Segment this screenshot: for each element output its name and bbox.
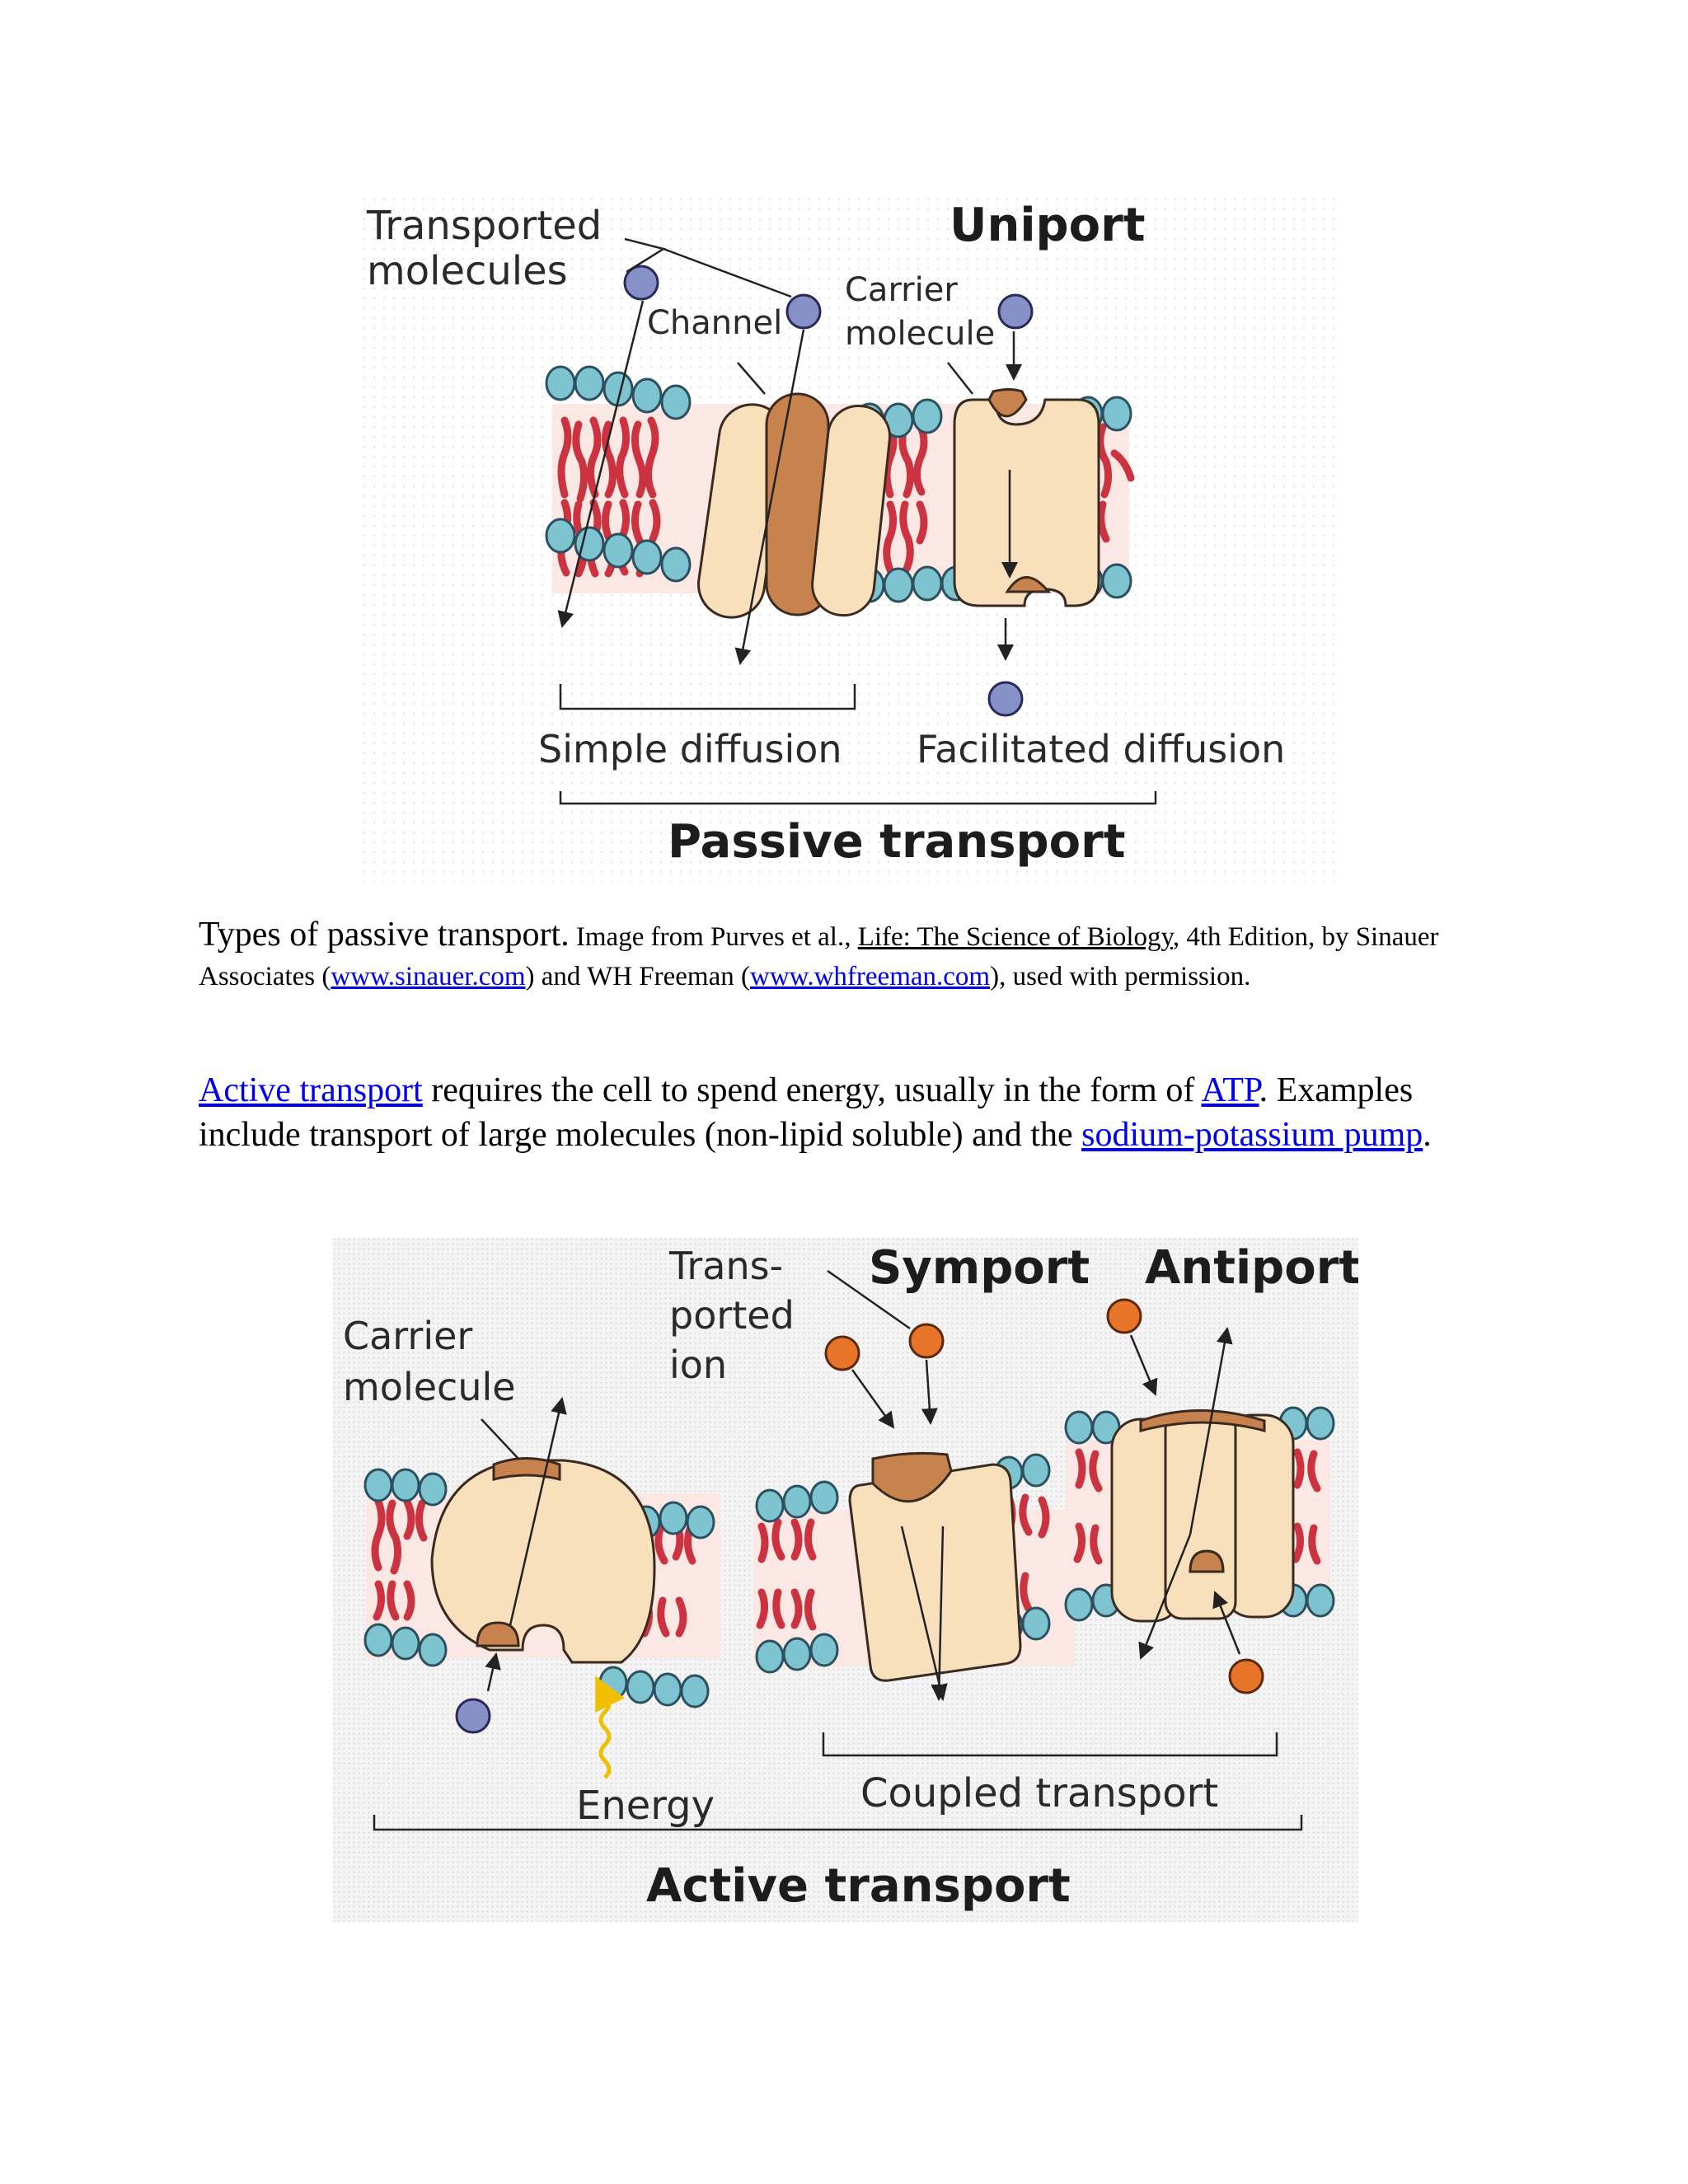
caption-lead: Types of passive transport. — [199, 916, 570, 954]
figure-caption: Types of passive transport. Image from P… — [199, 916, 1439, 991]
carrier-protein — [953, 388, 1100, 607]
antiport-ion-2 — [1228, 1658, 1264, 1694]
svg-text:ion: ion — [669, 1343, 727, 1387]
book-title: Life: The Science of Biology — [857, 922, 1173, 952]
carrier-ion — [455, 1698, 491, 1734]
svg-text:molecules: molecules — [367, 248, 568, 294]
molecule-2 — [785, 293, 822, 330]
facilitated-diffusion-label: Facilitated diffusion — [917, 727, 1285, 771]
passive-transport-figure: Transported molecules Uniport Channel Ca… — [363, 198, 1335, 882]
symport-protein — [848, 1451, 1022, 1682]
primary-carrier-protein — [430, 1457, 656, 1664]
molecule-3 — [997, 293, 1034, 330]
svg-text:ported: ported — [669, 1293, 795, 1338]
transported-molecules — [623, 265, 1034, 717]
channel-label: Channel — [647, 304, 782, 342]
carrier-molecule-label: Carrier — [845, 271, 958, 309]
channel-protein — [696, 392, 892, 619]
symport-ion-1 — [824, 1335, 860, 1371]
antiport-ions — [1106, 1298, 1264, 1694]
symport-ion-2 — [908, 1323, 945, 1359]
active-transport-figure: Trans- ported ion Symport Antiport Carri… — [333, 1238, 1358, 1922]
svg-text:molecule: molecule — [343, 1365, 516, 1409]
svg-text:molecule: molecule — [845, 315, 995, 353]
symport-ions — [824, 1323, 945, 1371]
coupled-transport-label: Coupled transport — [860, 1770, 1218, 1816]
energy-label: Energy — [576, 1783, 715, 1829]
symport-title: Symport — [869, 1241, 1090, 1295]
active-transport-title: Active transport — [646, 1859, 1071, 1913]
antiport-protein — [1110, 1409, 1295, 1623]
active-transport-link[interactable]: Active transport — [199, 1071, 423, 1109]
active-transport-paragraph: Active transport requires the cell to sp… — [199, 1071, 1432, 1154]
antiport-title: Antiport — [1145, 1241, 1358, 1295]
atp-link[interactable]: ATP — [1201, 1071, 1259, 1109]
molecule-1 — [623, 265, 659, 301]
molecule-4 — [987, 681, 1024, 717]
whfreeman-link[interactable]: www.whfreeman.com — [750, 962, 991, 991]
transported-ion-label: Trans- — [668, 1244, 783, 1288]
passive-transport-title: Passive transport — [668, 815, 1126, 869]
transported-molecules-label: Transported — [366, 203, 602, 249]
uniport-title: Uniport — [950, 199, 1145, 252]
sodium-potassium-pump-link[interactable]: sodium-potassium pump — [1081, 1116, 1423, 1154]
sinauer-link[interactable]: www.sinauer.com — [331, 962, 526, 991]
antiport-ion-1 — [1106, 1298, 1142, 1334]
carrier-molecule-label: Carrier — [343, 1314, 472, 1358]
energy-wave — [594, 1675, 625, 1779]
simple-diffusion-label: Simple diffusion — [538, 727, 842, 771]
